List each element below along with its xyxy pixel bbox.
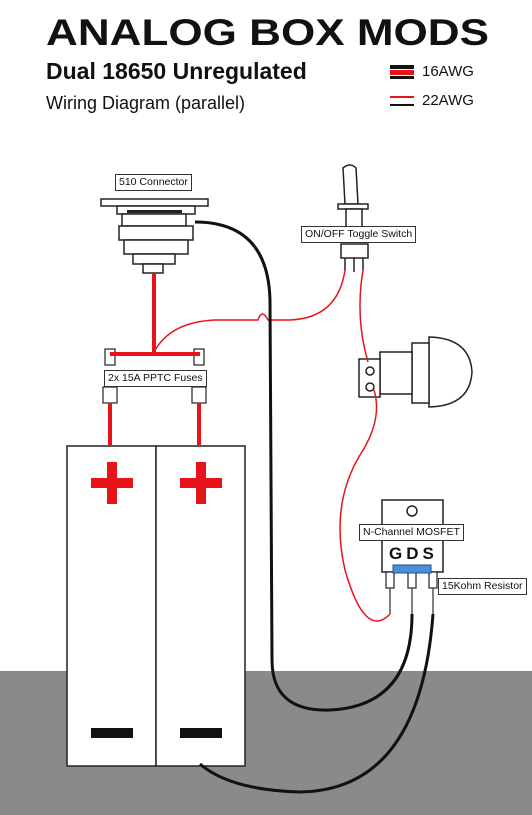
mosfet-pin-labels: GDS bbox=[389, 544, 438, 563]
toggle-switch-icon bbox=[337, 164, 369, 272]
negative-terminal-icon bbox=[91, 728, 222, 738]
positive-wires bbox=[108, 269, 391, 622]
510-connector-icon bbox=[100, 198, 209, 274]
negative-wires bbox=[194, 220, 435, 794]
legend-22awg: 22AWG bbox=[422, 92, 474, 109]
fire-button-icon bbox=[358, 336, 473, 408]
switch-label: ON/OFF Toggle Switch bbox=[301, 226, 417, 243]
brand-text: ANALOG BOX MODS bbox=[46, 14, 489, 48]
mosfet-label: N-Channel MOSFET bbox=[359, 524, 464, 541]
page-title: Dual 18650 Unregulated bbox=[46, 58, 307, 84]
legend-swatches bbox=[390, 65, 414, 106]
page-subtitle: Wiring Diagram (parallel) bbox=[46, 93, 246, 113]
resistor-label: 15Kohm Resistor bbox=[438, 578, 527, 595]
battery-pack-icon bbox=[66, 445, 246, 767]
legend-16awg: 16AWG bbox=[422, 63, 474, 80]
fuses-label: 2x 15A PPTC Fuses bbox=[104, 370, 207, 387]
positive-terminal-icon bbox=[91, 462, 222, 504]
connector-label: 510 Connector bbox=[115, 174, 192, 191]
resistor-icon bbox=[392, 564, 432, 574]
